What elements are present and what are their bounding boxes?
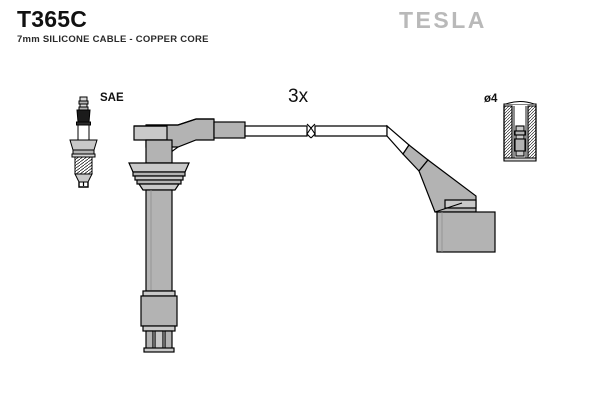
ignition-cable	[213, 121, 410, 155]
spark-plug-icon	[69, 96, 98, 188]
quantity-label: 3x	[288, 86, 309, 107]
part-description: 7mm SILICONE CABLE - COPPER CORE	[17, 34, 209, 45]
page-title: T365C	[17, 6, 88, 32]
spark-plug-boot-left	[128, 118, 215, 353]
connector-cross-section	[503, 100, 537, 162]
sae-label: SAE	[100, 92, 124, 104]
tesla-brand-logo: TESLA	[399, 7, 487, 33]
coil-boot-right	[402, 144, 496, 253]
diameter-label: ø4	[484, 93, 498, 105]
